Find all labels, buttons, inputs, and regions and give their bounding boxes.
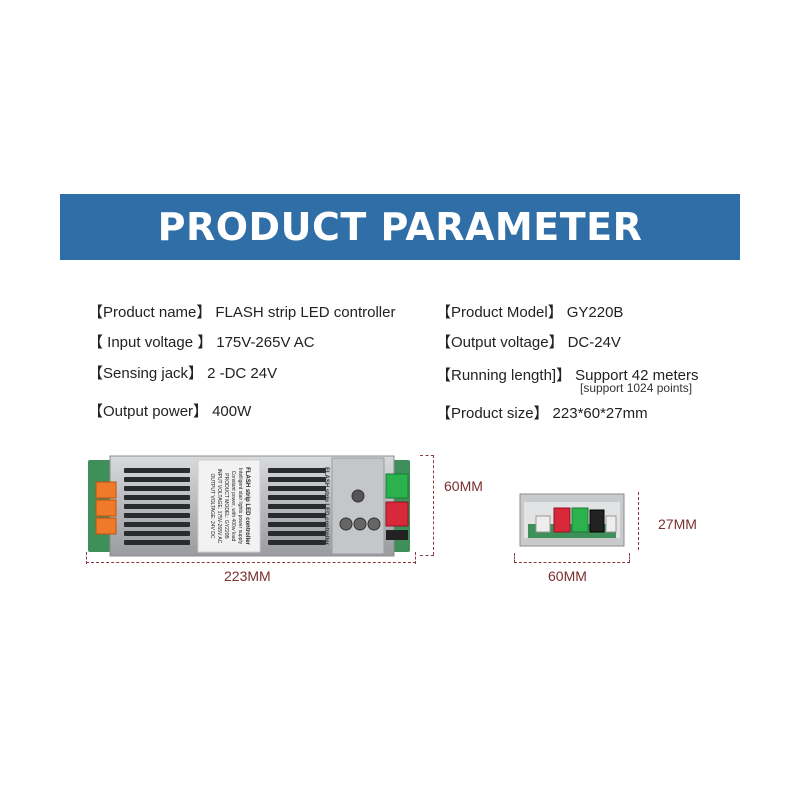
param-output-power: 【Output power】400W (88, 400, 251, 421)
width-label-front: 60MM (444, 478, 483, 494)
length-dimension-line (86, 562, 416, 563)
height-dimension-line (433, 455, 434, 555)
param-value: 175V-265V AC (216, 334, 315, 351)
height-label: 27MM (658, 516, 697, 532)
controller-photo (88, 455, 410, 557)
param-output-voltage: 【Output voltage】DC-24V (436, 331, 621, 352)
param-input-voltage: 【 Input voltage 】175V-265V AC (88, 331, 315, 352)
param-product-size: 【Product size】223*60*27mm (436, 402, 648, 423)
param-label: 【Running length]】 (436, 367, 572, 384)
width-label-side: 60MM (548, 568, 587, 584)
controller-end-view (516, 490, 628, 555)
param-value: GY220B (566, 304, 624, 321)
controller-top-view: FLASH strip LED controller Intelligent s… (84, 452, 424, 567)
param-product-model: 【Product Model】GY220B (436, 301, 623, 322)
param-value: Support 42 meters (575, 367, 699, 384)
length-dimension-tick-left (86, 552, 87, 564)
param-product-name: 【Product name】FLASH strip LED controller (88, 301, 395, 322)
page-title: PRODUCT PARAMETER (157, 205, 643, 249)
end-width-tick-left (514, 553, 515, 563)
device-label-title: FLASH strip LED controller (244, 467, 250, 545)
device-label-input: INPUT VOLTAGE: 175V-265V AC (216, 468, 222, 544)
device-label-line2: Constant power, with 400w load (230, 470, 236, 542)
height-dimension-tick-bottom (420, 555, 434, 556)
param-label: 【Output voltage】 (436, 334, 564, 351)
param-running-length: 【Running length]】Support 42 meters (436, 364, 699, 385)
param-value: 223*60*27mm (552, 405, 648, 422)
param-running-length-note: [support 1024 points] (580, 381, 693, 395)
device-label-line1: Intelligent stair lights power supply (237, 467, 243, 545)
device-side-text-wrap: FLASH strip LED controller (319, 460, 333, 552)
device-label: FLASH strip LED controller Intelligent s… (198, 460, 260, 552)
param-label: 【Output power】 (88, 403, 209, 420)
length-dimension-tick-right (415, 552, 416, 564)
title-banner: PRODUCT PARAMETER (60, 194, 740, 260)
param-label: 【Sensing jack】 (88, 365, 204, 382)
controller-end-photo (519, 493, 625, 547)
param-label: 【Product Model】 (436, 304, 563, 321)
height-dimension-tick-top (420, 455, 434, 456)
device-label-model: PRODUCT MODEL: GY220B (223, 473, 229, 539)
end-width-tick-right (629, 553, 630, 563)
param-value: 2 -DC 24V (207, 365, 278, 382)
param-value: 400W (212, 403, 252, 420)
device-label-output: OUTPUT VOLTAGE: 24V DC (209, 473, 215, 539)
length-label: 223MM (224, 568, 271, 584)
param-value: FLASH strip LED controller (215, 304, 396, 321)
param-label: 【Product size】 (436, 405, 549, 422)
param-value: DC-24V (567, 334, 621, 351)
param-label: 【 Input voltage 】 (88, 334, 213, 351)
param-sensing-jack: 【Sensing jack】2 -DC 24V (88, 362, 277, 383)
param-label: 【Product name】 (88, 304, 212, 321)
end-height-dimension-line (638, 492, 639, 550)
end-width-dimension-line (514, 562, 630, 563)
device-side-text: FLASH strip LED controller (323, 467, 329, 545)
